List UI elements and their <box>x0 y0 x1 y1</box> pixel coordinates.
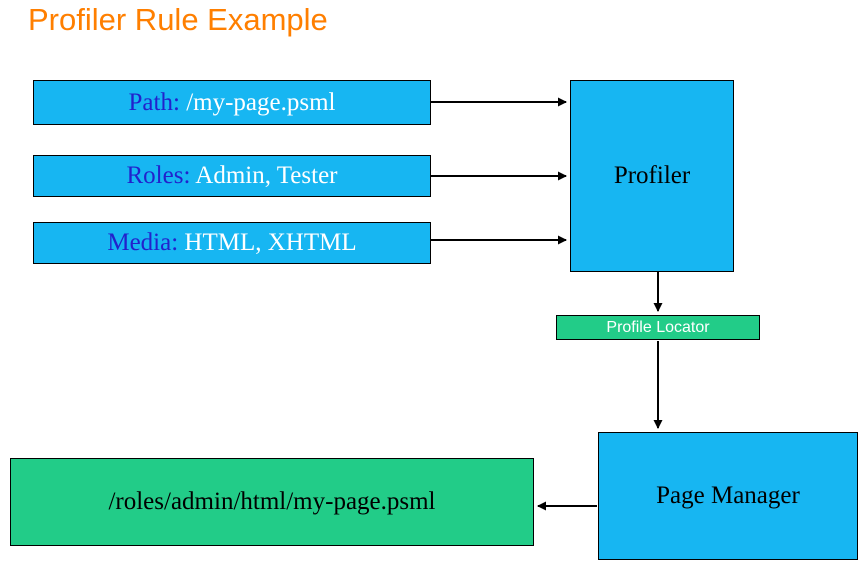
input-roles-value: Admin, Tester <box>190 162 338 189</box>
result-box: /roles/admin/html/my-page.psml <box>10 458 534 546</box>
page-manager-label: Page Manager <box>656 482 800 509</box>
input-media-key: Media: <box>107 229 179 256</box>
input-path-key: Path: <box>128 88 180 116</box>
profiler-label: Profiler <box>613 162 691 189</box>
profile-locator-label: Profile Locator <box>606 318 710 336</box>
profile-locator-box: Profile Locator <box>556 315 760 340</box>
input-path-text: Path: /my-page.psml <box>129 89 336 117</box>
input-box-roles: Roles: Admin, Tester <box>33 155 431 197</box>
input-path-value: /my-page.psml <box>179 88 336 116</box>
input-box-path: Path: /my-page.psml <box>33 80 431 125</box>
page-title: Profiler Rule Example <box>28 2 328 37</box>
input-box-media: Media: HTML, XHTML <box>33 222 431 264</box>
profiler-box: Profiler <box>570 80 734 272</box>
input-media-value: HTML, XHTML <box>178 229 357 256</box>
input-roles-key: Roles: <box>126 162 191 189</box>
input-media-text: Media: HTML, XHTML <box>107 229 356 257</box>
input-roles-text: Roles: Admin, Tester <box>127 162 338 190</box>
page-manager-box: Page Manager <box>598 432 858 560</box>
result-label: /roles/admin/html/my-page.psml <box>108 488 436 515</box>
